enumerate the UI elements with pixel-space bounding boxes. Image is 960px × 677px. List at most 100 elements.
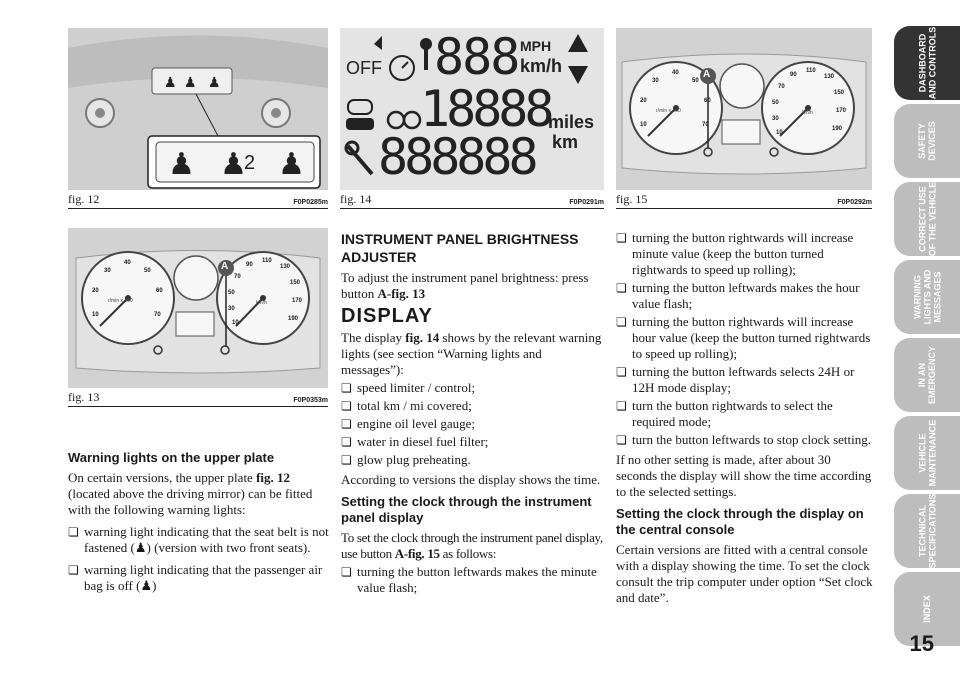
display-intro: The display fig. 14 shows by the relevan… (341, 330, 602, 377)
list-item: turn the button rightwards to select the… (616, 398, 874, 430)
display-digits-top: 888 (434, 28, 520, 86)
fig13-scale-left: r/min x 100 (108, 298, 133, 304)
svg-text:♟: ♟ (208, 74, 221, 90)
display-unit-mph: MPH (520, 38, 552, 54)
clock-steps-list: turning the button rightwards will incre… (616, 230, 874, 448)
svg-text:♟: ♟ (164, 74, 177, 90)
svg-text:♟: ♟ (168, 148, 195, 181)
fig13-marker-a: A (221, 261, 229, 272)
fig13-image: A r/min x 100 km/h 10 20 30 40 50 60 70 … (68, 228, 328, 388)
fig15-label: fig. 15 (616, 192, 648, 206)
display-list: speed limiter / control; total km / mi c… (341, 380, 605, 468)
fig13-tick-r30: 30 (228, 306, 235, 312)
tab-correct-use[interactable]: CORRECT USE OF THE VEHICLE (894, 182, 960, 256)
fig15-tick-50: 50 (692, 78, 699, 84)
console-heading: Setting the clock through the display on… (616, 506, 864, 537)
fig15-image: A r/min x 100 km/h 10 20 30 40 50 60 70 … (616, 28, 872, 190)
fig15-scale-left: r/min x 100 (656, 108, 681, 114)
middle-column: INSTRUMENT PANEL BRIGHTNESS ADJUSTER To … (341, 230, 605, 600)
fig13-tick-r90: 90 (246, 262, 253, 268)
fig15-tick-r70: 70 (778, 84, 785, 90)
fig12-code: F0P0285m (293, 199, 328, 206)
fig15-tick-r150: 150 (834, 90, 845, 96)
display-off-label: OFF (346, 58, 382, 78)
display-icons (344, 34, 588, 176)
fig14-ref: fig. 14 (405, 330, 440, 345)
fig13-tick-r50: 50 (228, 290, 235, 296)
fig13-caption: fig. 13 F0P0353m (68, 390, 328, 407)
tab-dashboard[interactable]: DASHBOARD AND CONTROLS (894, 26, 960, 100)
fig13-tick-r130: 130 (280, 264, 291, 270)
fig13-tick-60: 60 (156, 288, 163, 294)
fig15-tick-r190: 190 (832, 126, 843, 132)
fig13-scale-right: km/h (256, 300, 267, 306)
fig13-tick-10: 10 (92, 312, 99, 318)
fig13-tick-r70: 70 (234, 274, 241, 280)
brightness-text: To adjust the instrument panel brightnes… (341, 270, 589, 301)
fig15-tick-r50: 50 (772, 100, 779, 106)
instrument-cluster-illustration-2 (616, 28, 872, 190)
fig15-tick-60: 60 (704, 98, 711, 104)
upper-plate-list: warning light indicating that the seat b… (68, 524, 330, 594)
display-digits-bottom: 888888 (378, 128, 539, 186)
fig14-label: fig. 14 (340, 192, 372, 206)
console-text: Certain versions are fitted with a centr… (616, 542, 873, 605)
display-title: DISPLAY (341, 305, 433, 327)
tab-warning-lights[interactable]: WARNING LIGHTS AND MESSAGES (894, 260, 960, 334)
list-item: turning the button leftwards selects 24H… (616, 364, 874, 396)
fig14-code: F0P0291m (569, 199, 604, 206)
list-item: speed limiter / control; (341, 380, 605, 396)
fig13-tick-r150: 150 (290, 280, 301, 286)
left-column: Warning lights on the upper plate On cer… (68, 444, 330, 598)
fig15-tick-70: 70 (702, 122, 709, 128)
fig15-tick-40: 40 (672, 70, 679, 76)
clock-list: turning the button leftwards makes the m… (341, 564, 605, 596)
list-item: engine oil level gauge; (341, 416, 605, 432)
upper-plate-intro: On certain versions, the upper plate fig… (68, 470, 313, 517)
fig15-marker-a: A (703, 69, 711, 80)
fig12-number-label: 2 (244, 152, 256, 174)
fig13-label: fig. 13 (68, 390, 100, 404)
fig15-tick-r30: 30 (772, 116, 779, 122)
seatbelt-icon: ♟ (134, 540, 147, 555)
clock-heading: Setting the clock through the instrument… (341, 494, 592, 525)
fig15-tick-r170: 170 (836, 108, 847, 114)
fig12-image: ♟ ♟ ♟ ♟ ♟ ♟ 2 (68, 28, 328, 190)
list-item: warning light indicating that the passen… (68, 562, 330, 594)
fig13-tick-r10: 10 (232, 320, 239, 326)
fig15-tick-30: 30 (652, 78, 659, 84)
fig13-tick-40: 40 (124, 260, 131, 266)
fig13-tick-r170: 170 (292, 298, 303, 304)
versions-text: According to versions the display shows … (341, 472, 601, 487)
section-tabs: DASHBOARD AND CONTROLS SAFETY DEVICES CO… (894, 26, 960, 650)
svg-text:♟: ♟ (278, 148, 305, 181)
instrument-cluster-illustration (68, 228, 328, 388)
fig14-caption: fig. 14 F0P0291m (340, 192, 604, 209)
display-digits-mid: 18888 (420, 80, 555, 138)
auto-text: If no other setting is made, after about… (616, 452, 872, 499)
list-item: turning the button leftwards makes the h… (616, 280, 874, 312)
tab-safety[interactable]: SAFETY DEVICES (894, 104, 960, 178)
fig13-tick-50: 50 (144, 268, 151, 274)
tab-index[interactable]: INDEX (894, 572, 960, 646)
fig15-tick-r130: 130 (824, 74, 835, 80)
upper-plate-illustration: ♟ ♟ ♟ ♟ ♟ ♟ (68, 28, 328, 190)
page-number: 15 (909, 631, 934, 656)
fig12-ref: fig. 12 (256, 470, 291, 485)
list-item: total km / mi covered; (341, 398, 605, 414)
fig13-tick-r190: 190 (288, 316, 299, 322)
fig15-code: F0P0292m (837, 199, 872, 206)
list-item: glow plug preheating. (341, 452, 605, 468)
airbag-off-icon: ♟ (140, 578, 153, 593)
fig15-caption: fig. 15 F0P0292m (616, 192, 872, 209)
fig13-ref: A-fig. 13 (377, 286, 426, 301)
fig15-tick-r90: 90 (790, 72, 797, 78)
list-item: warning light indicating that the seat b… (68, 524, 330, 556)
upper-plate-heading: Warning lights on the upper plate (68, 450, 275, 465)
tab-maintenance[interactable]: VEHICLE MAINTENANCE (894, 416, 960, 490)
fig15-ref: A-fig. 15 (394, 546, 440, 561)
clock-text: To set the clock through the instrument … (341, 530, 603, 561)
tab-technical[interactable]: TECHNICAL SPECIFICATIONS (894, 494, 960, 568)
fig14-image: OFF 888 MPH km/h 18888 miles 888888 km (340, 28, 604, 190)
tab-emergency[interactable]: IN AN EMERGENCY (894, 338, 960, 412)
